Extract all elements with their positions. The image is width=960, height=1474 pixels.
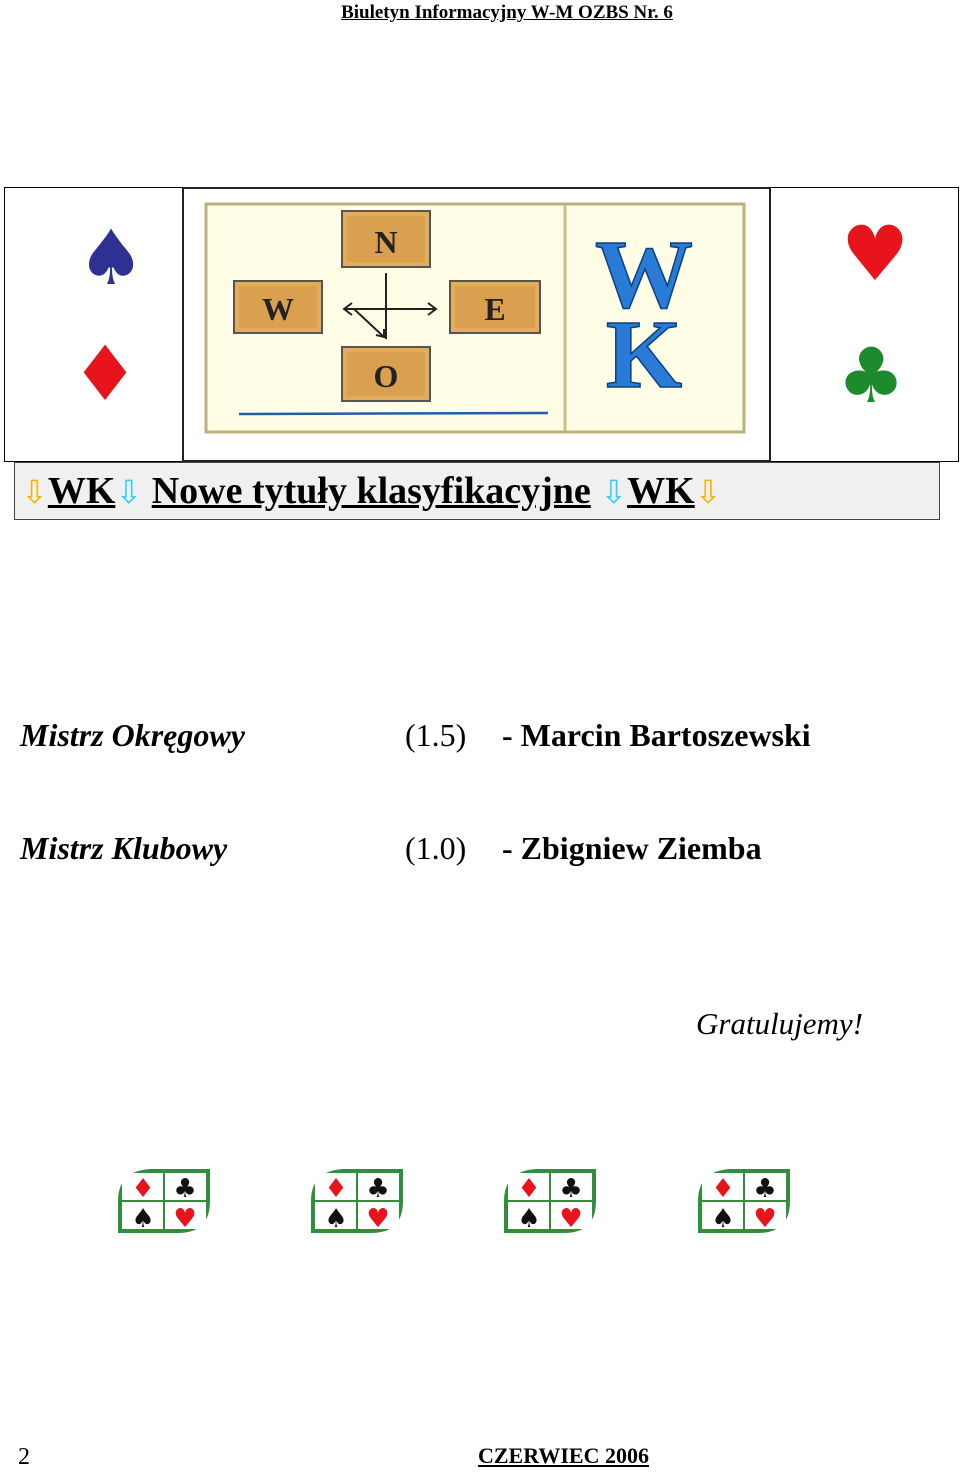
title-value: (1.0) — [405, 830, 467, 866]
title-heading: Nowe tytuły klasyfikacyjne — [151, 470, 591, 512]
svg-text:♥: ♥ — [753, 1204, 776, 1234]
spade-icon: ♠ — [77, 213, 146, 302]
svg-text:♣: ♣ — [559, 1174, 582, 1204]
wk-logo-graphic: N W E O W K — [204, 202, 746, 434]
compass-north-letter: N — [374, 224, 397, 260]
compass-south-tile: O — [341, 346, 431, 402]
compass-west-tile: W — [233, 280, 323, 334]
title-name: Mistrz Klubowy — [20, 830, 228, 866]
congratulations: Gratulujemy! — [696, 1006, 864, 1041]
title-value: (1.5) — [405, 717, 467, 753]
bridge-suits-icon: ♦ ♣ ♠ ♥ — [504, 1169, 596, 1234]
svg-text:♥: ♥ — [559, 1204, 582, 1234]
title-label-right: WK — [627, 470, 695, 512]
compass-north-tile: N — [341, 210, 431, 268]
diamond-icon: ♦ — [71, 329, 140, 418]
svg-text:♥: ♥ — [366, 1204, 389, 1234]
logo-underline — [238, 411, 549, 416]
section-title-bar: ⇩WK⇩ Nowe tytuły klasyfikacyjne ⇩WK⇩ — [14, 462, 940, 520]
down-arrow-icon: ⇩ — [694, 473, 722, 511]
down-arrow-icon: ⇩ — [115, 473, 143, 511]
compass-south-letter: O — [374, 358, 399, 394]
down-arrow-icon: ⇩ — [21, 473, 48, 511]
svg-text:♦: ♦ — [517, 1174, 540, 1204]
svg-text:♠: ♠ — [711, 1204, 734, 1234]
svg-text:♣: ♣ — [753, 1174, 776, 1204]
heart-icon: ♥ — [841, 209, 910, 298]
player-name: - Marcin Bartoszewski — [502, 717, 811, 753]
svg-text:♥: ♥ — [173, 1204, 196, 1234]
compass-west-letter: W — [262, 291, 294, 327]
compass-arrows — [342, 273, 438, 339]
svg-text:♣: ♣ — [173, 1174, 196, 1204]
compass-east-tile: E — [449, 280, 541, 334]
svg-text:♠: ♠ — [517, 1204, 540, 1234]
svg-text:♦: ♦ — [324, 1174, 347, 1204]
page-number: 2 — [18, 1444, 30, 1470]
down-arrow-icon: ⇩ — [600, 473, 628, 511]
wk-logo: N W E O W K — [182, 187, 771, 462]
logo-letter-w: W — [595, 221, 693, 329]
svg-text:♣: ♣ — [366, 1174, 389, 1204]
svg-text:♠: ♠ — [324, 1204, 347, 1234]
title-name: Mistrz Okręgowy — [20, 717, 245, 753]
bridge-suits-icon: ♦ ♣ ♠ ♥ — [698, 1169, 790, 1234]
svg-text:♠: ♠ — [131, 1204, 154, 1234]
bridge-suits-icon: ♦ ♣ ♠ ♥ — [118, 1169, 210, 1234]
issue-date: CZERWIEC 2006 — [478, 1443, 649, 1468]
player-name: - Zbigniew Ziemba — [502, 830, 762, 866]
svg-text:♦: ♦ — [131, 1174, 154, 1204]
bridge-suits-icon: ♦ ♣ ♠ ♥ — [311, 1169, 403, 1234]
bulletin-header: Biuletyn Informacyjny W-M OZBS Nr. 6 — [341, 2, 673, 23]
svg-text:♦: ♦ — [711, 1174, 734, 1204]
logo-letter-k: K — [606, 301, 682, 409]
title-label-left: WK — [47, 470, 116, 512]
compass-east-letter: E — [484, 291, 505, 327]
section-title: ⇩WK⇩ Nowe tytuły klasyfikacyjne ⇩WK⇩ — [21, 470, 722, 513]
club-icon: ♣ — [837, 331, 906, 420]
